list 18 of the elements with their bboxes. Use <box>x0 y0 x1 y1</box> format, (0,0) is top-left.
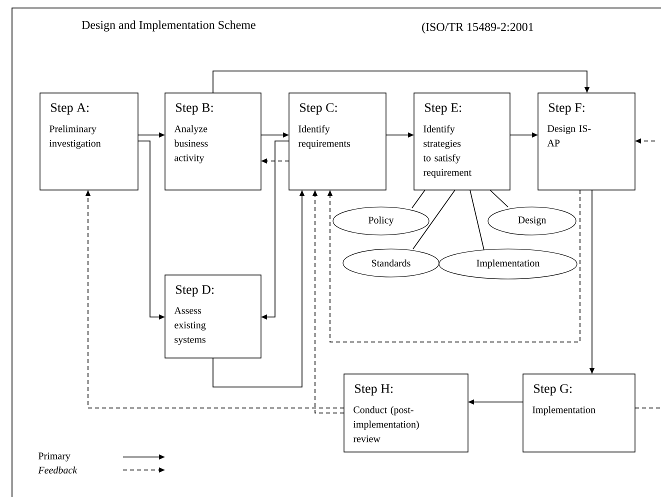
standard-reference: (ISO/TR 15489-2:2001 <box>422 22 534 34</box>
step-box: Step E: Identify strategies to satisfy requirement <box>414 92 510 190</box>
connector-line <box>412 190 426 208</box>
connector-line <box>490 190 508 208</box>
legend-label: Feedback <box>38 466 78 474</box>
step-box: Step D: Assess existing systems <box>164 274 262 358</box>
step-box: Step F: Design IS-AP <box>538 92 636 190</box>
arrow <box>327 190 580 342</box>
step-box: Step B: Analyze business activity <box>164 92 262 190</box>
arrow <box>212 70 590 94</box>
step-box: Step C: Identify requirements <box>288 92 386 190</box>
step-box: Step H: Conduct (post-implementation) review <box>344 374 468 452</box>
step-box: Step A: Preliminary investigation <box>40 92 138 190</box>
legend-label: Primary <box>38 452 70 462</box>
step-box: Step G: Implementation <box>522 374 636 452</box>
title: Design and Implementation Scheme <box>82 20 256 32</box>
connector-line <box>470 190 484 250</box>
connector-line <box>412 190 456 250</box>
